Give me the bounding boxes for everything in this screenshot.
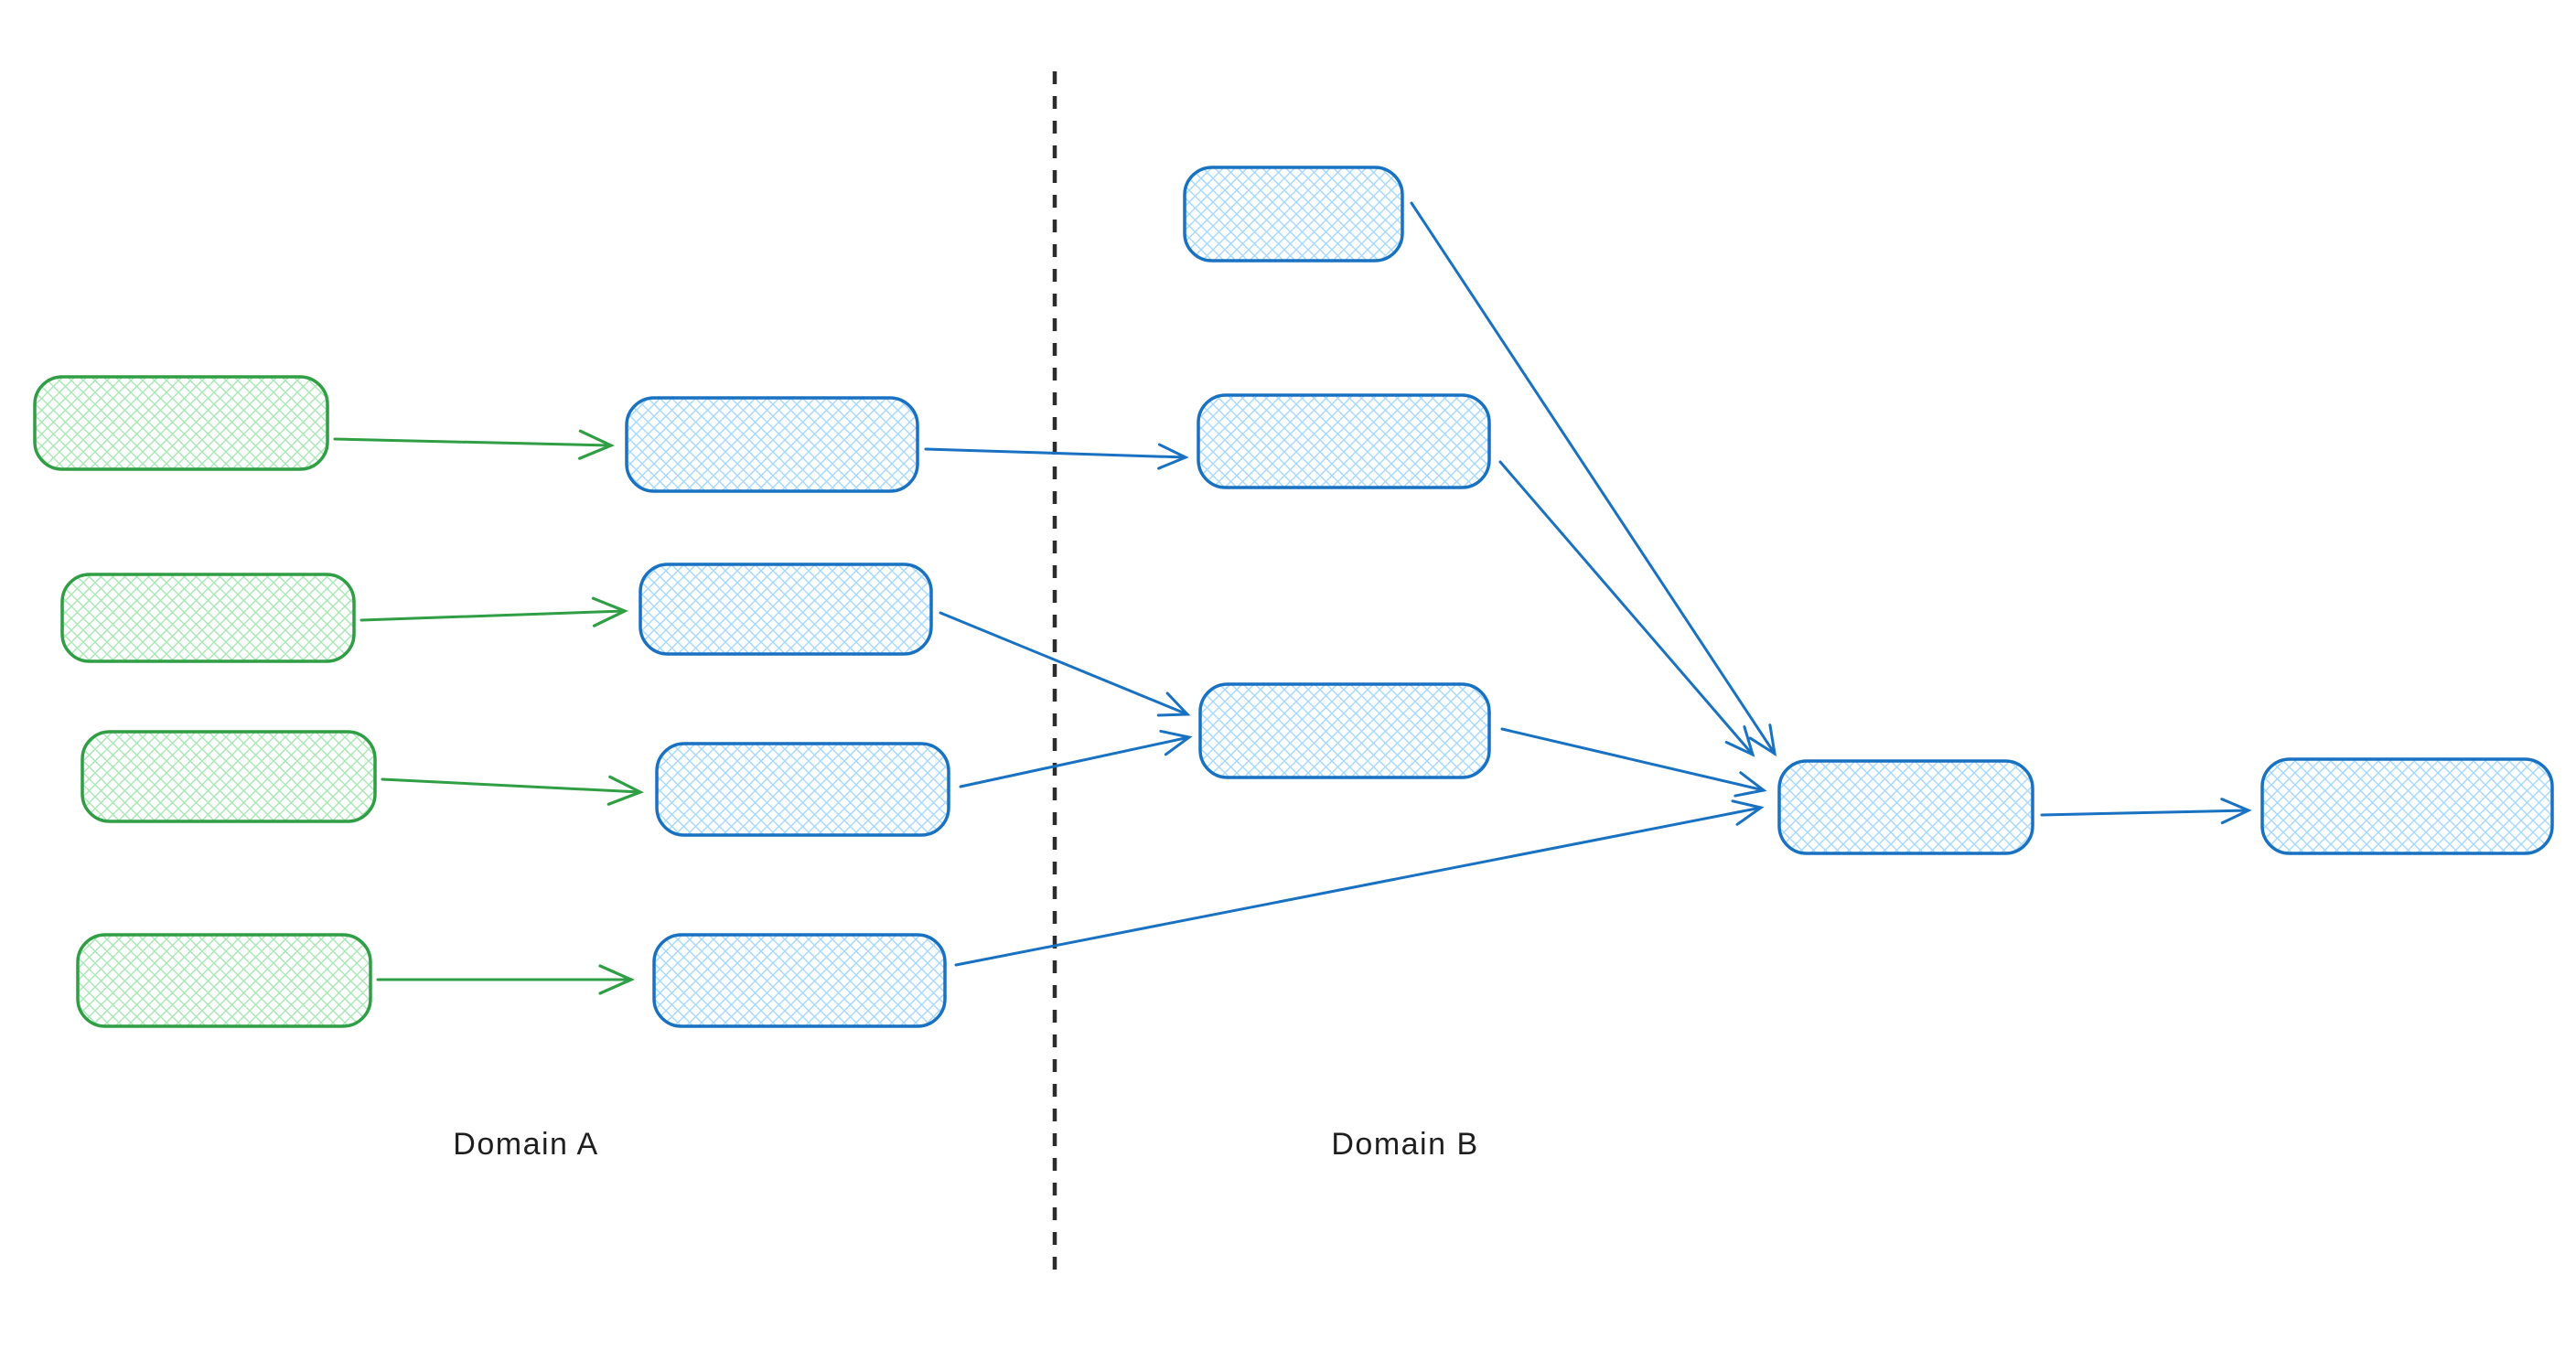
- node-a-src-2: [60, 573, 356, 663]
- edge-a-mid-1-to-b-in-2: [924, 443, 1189, 470]
- node-a-mid-2: [639, 563, 933, 656]
- domain-a-label: Domain A: [453, 1127, 598, 1162]
- node-a-src-4: [76, 933, 372, 1028]
- node-b-hub: [1777, 759, 2034, 855]
- node-b-in-2: [1197, 393, 1491, 489]
- domain-b-label: Domain B: [1331, 1127, 1478, 1162]
- node-b-in-1: [1183, 166, 1404, 263]
- node-a-src-1: [33, 375, 329, 471]
- edge-a-mid-4-to-b-hub: [954, 799, 1765, 967]
- edge-a-src-2-to-a-mid-2: [360, 596, 628, 627]
- edge-a-mid-3-to-b-merge: [959, 729, 1193, 788]
- edge-a-src-1-to-a-mid-1: [333, 429, 615, 460]
- edge-b-hub-to-b-out: [2040, 798, 2252, 825]
- node-b-merge: [1198, 682, 1491, 779]
- edge-a-src-3-to-a-mid-3: [381, 775, 644, 806]
- node-a-mid-4: [652, 933, 947, 1028]
- node-a-mid-1: [625, 396, 919, 493]
- edge-b-merge-to-b-hub: [1500, 727, 1767, 798]
- edge-b-in-1-to-b-hub: [1410, 201, 1777, 757]
- node-b-out: [2260, 757, 2554, 855]
- edge-a-mid-2-to-b-merge: [939, 611, 1191, 717]
- node-a-src-3: [80, 730, 377, 823]
- node-a-mid-3: [655, 742, 950, 837]
- edge-b-in-2-to-b-hub: [1498, 460, 1755, 757]
